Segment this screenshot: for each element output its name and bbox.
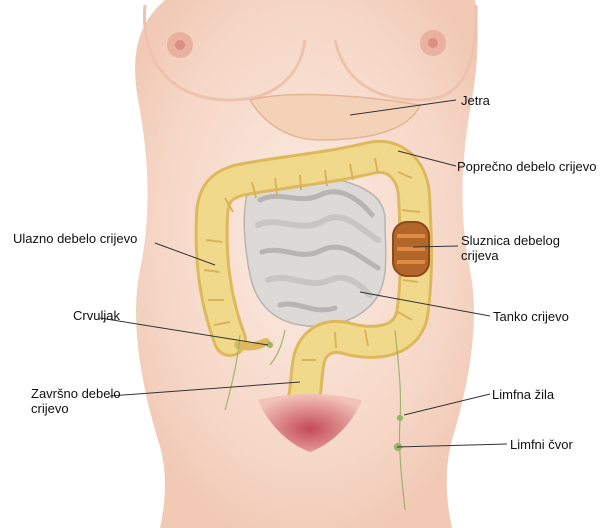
mucosa-window — [393, 222, 429, 276]
label-poprecno-debelo-crijevo: Poprečno debelo crijevo — [457, 159, 596, 175]
small-intestine-shape — [244, 174, 386, 326]
label-ulazno-debelo-crijevo: Ulazno debelo crijevo — [13, 231, 137, 247]
label-limfni-cvor: Limfni čvor — [510, 437, 573, 453]
label-sluznica-line1: Sluznica debelog — [461, 233, 560, 249]
label-tanko-crijevo: Tanko crijevo — [493, 309, 569, 325]
label-sluznica-line2: crijeva — [461, 248, 499, 264]
label-zavrsno-line1: Završno debelo — [31, 386, 121, 402]
label-jetra: Jetra — [461, 93, 490, 109]
label-crvuljak: Crvuljak — [73, 308, 120, 324]
label-zavrsno-line2: crijevo — [31, 401, 69, 417]
label-limfna-zila: Limfna žila — [492, 387, 554, 403]
